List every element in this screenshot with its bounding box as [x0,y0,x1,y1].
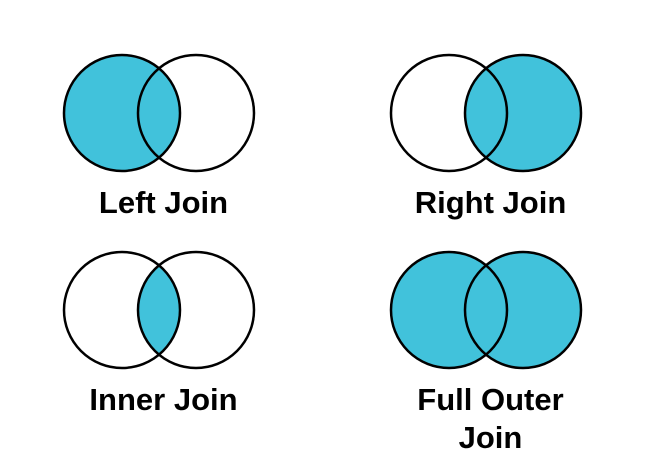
right-join-label: Right Join [414,185,567,220]
inner-join-venn-diagram [62,250,255,370]
venn-cell-left-join: Left Join [0,0,327,237]
left-join-venn-diagram [62,53,255,173]
full-outer-join-label: Full Outer Join [417,382,564,455]
right-join-venn-diagram [389,53,582,173]
left-join-label: Left Join [98,185,229,220]
full-outer-join-venn-diagram [389,250,582,370]
venn-cell-full-outer-join: Full Outer Join [327,237,654,474]
venn-cell-inner-join: Inner Join [0,237,327,474]
venn-cell-right-join: Right Join [327,0,654,237]
inner-join-label: Inner Join [89,382,238,417]
